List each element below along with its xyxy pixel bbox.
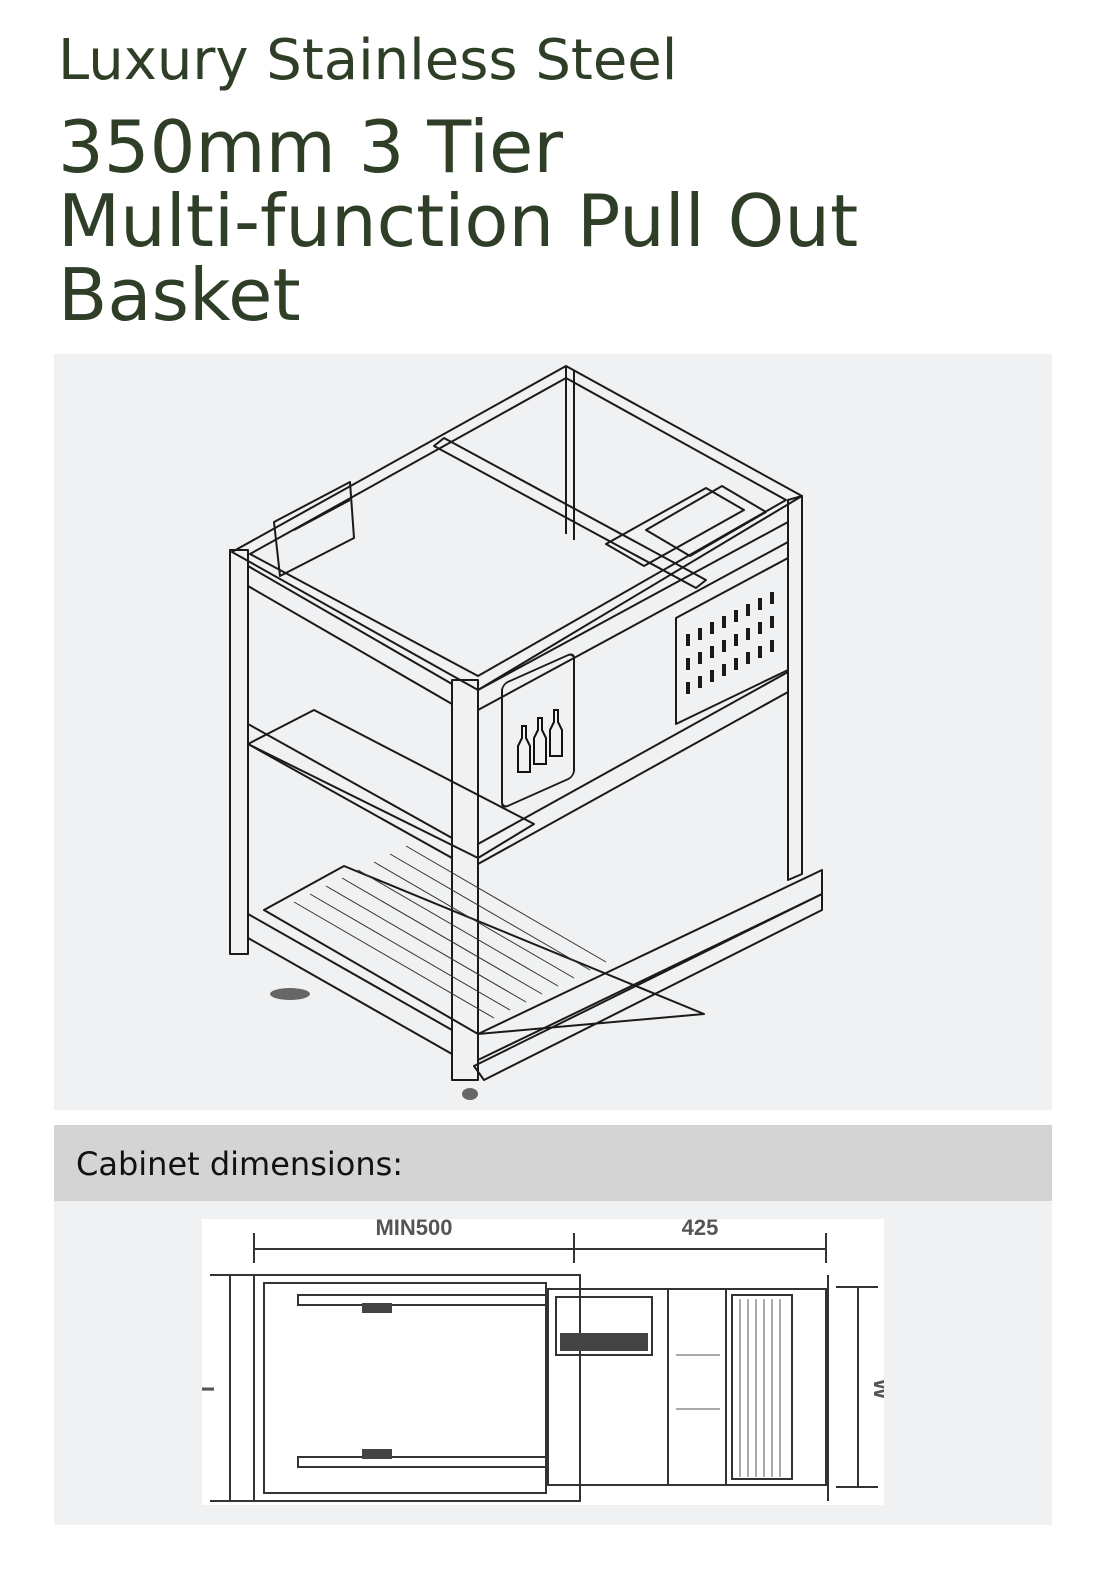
cabinet-dimensions-label: Cabinet dimensions: — [76, 1145, 404, 1183]
product-illustration-panel — [54, 354, 1052, 1110]
plan-drawing-panel: MIN500 425 T W — [54, 1201, 1052, 1525]
title-line-1: 350mm 3 Tier — [58, 105, 563, 189]
title-line-3: Basket — [58, 253, 301, 337]
product-title: 350mm 3 Tier Multi-function Pull Out Bas… — [58, 110, 858, 332]
dim-425: 425 — [682, 1219, 719, 1240]
basket-line-drawing — [229, 365, 823, 1100]
dim-w: W — [869, 1379, 884, 1400]
dim-t: T — [202, 1382, 219, 1396]
bottle-icons — [517, 709, 563, 773]
plan-drawing: MIN500 425 T W — [202, 1219, 884, 1505]
title-line-2: Multi-function Pull Out — [58, 179, 859, 263]
bottle-holder-panel — [501, 653, 575, 808]
cabinet-dimensions-bar: Cabinet dimensions: — [54, 1125, 1052, 1201]
dim-min500: MIN500 — [375, 1219, 452, 1240]
front-left-post — [229, 549, 249, 955]
product-subtitle: Luxury Stainless Steel — [58, 28, 678, 93]
